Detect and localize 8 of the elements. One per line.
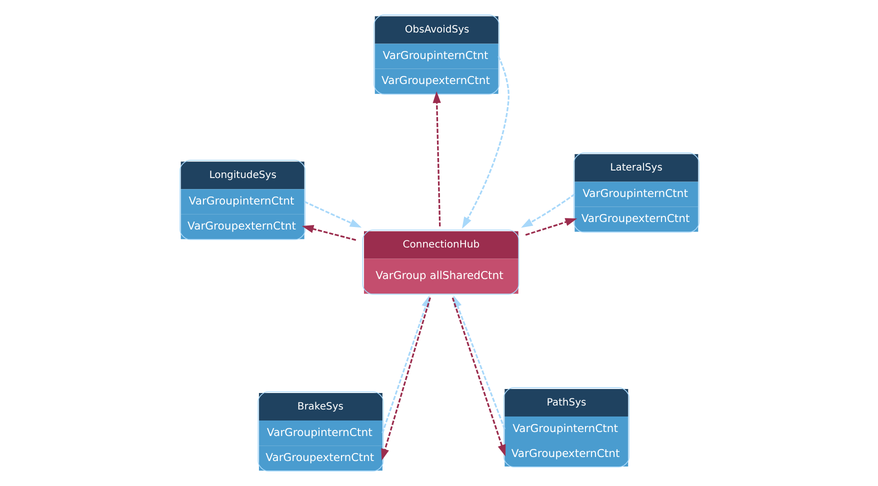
arrow <box>301 225 356 241</box>
arrow <box>520 194 575 228</box>
arrow <box>303 200 362 228</box>
arrow <box>524 218 577 236</box>
arrow <box>462 56 509 229</box>
arrow <box>432 91 440 226</box>
arrow <box>451 297 506 456</box>
arrow <box>380 297 430 461</box>
